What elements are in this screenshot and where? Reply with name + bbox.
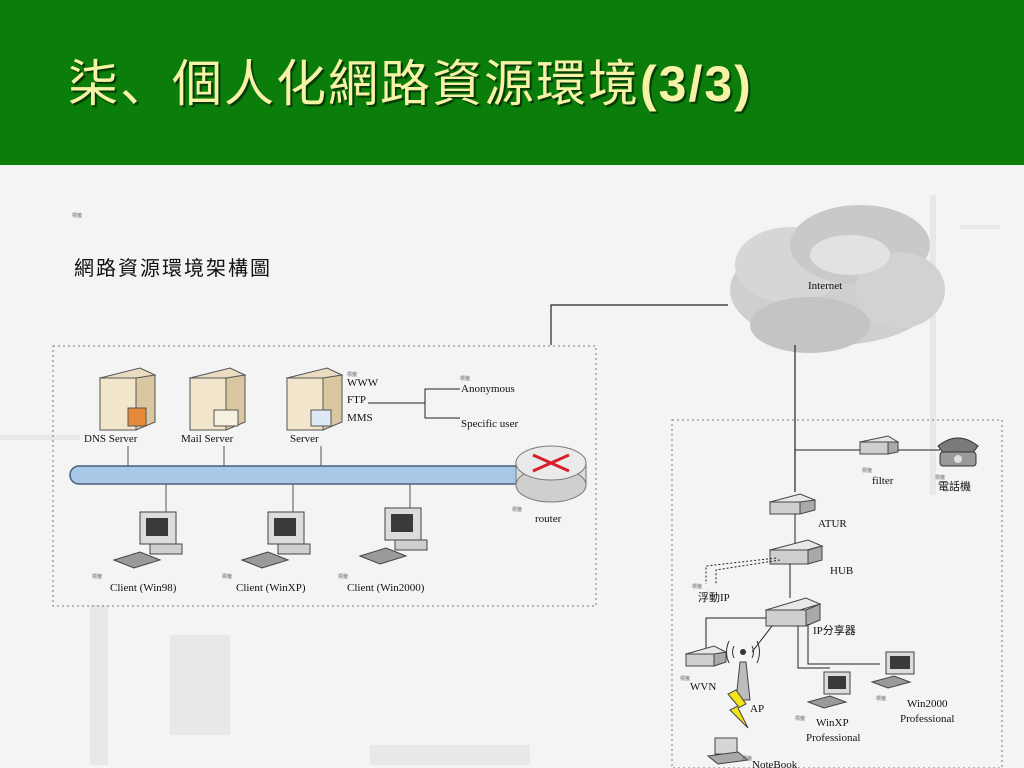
client-win98-label: Client (Win98) bbox=[110, 582, 177, 594]
internet-label: Internet bbox=[808, 280, 842, 292]
hub-label: HUB bbox=[830, 565, 853, 577]
client-win98-icon bbox=[112, 511, 183, 569]
ip-sharer-label: IP分享器 bbox=[813, 623, 856, 637]
access-point-icon bbox=[726, 640, 760, 729]
atur-label: ATUR bbox=[818, 518, 847, 530]
placeholder-tag: 標籤 bbox=[92, 573, 102, 580]
win2000-sub-label: Professional bbox=[900, 713, 954, 725]
atur-modem-icon bbox=[768, 493, 817, 515]
client-win2000-label: Client (Win2000) bbox=[347, 582, 425, 594]
placeholder-tag: 標籤 bbox=[692, 583, 702, 590]
slide-header: 柒、個人化網路資源環境(3/3) bbox=[0, 0, 1024, 165]
web-server-icon bbox=[285, 367, 344, 431]
client-winxp-label: Client (WinXP) bbox=[236, 582, 306, 594]
placeholder-tag: 標籤 bbox=[460, 375, 470, 382]
service-mms: MMS bbox=[347, 412, 373, 424]
phone-icon bbox=[937, 437, 979, 467]
placeholder-tag: 標籤 bbox=[862, 467, 872, 474]
background-circuit-line bbox=[170, 635, 230, 735]
placeholder-tag: 標籤 bbox=[347, 371, 357, 378]
access-anonymous: Anonymous bbox=[461, 383, 515, 395]
background-circuit-line bbox=[370, 745, 530, 765]
filter-label: filter bbox=[872, 475, 894, 487]
access-specific-user: Specific user bbox=[461, 418, 518, 430]
internet-link bbox=[550, 304, 728, 345]
winxp-label: WinXP bbox=[816, 717, 849, 729]
win2000-link bbox=[807, 624, 880, 665]
placeholder-tag: 標籤 bbox=[338, 573, 348, 580]
win2000-pc-icon bbox=[870, 651, 915, 689]
client-win2000-icon bbox=[358, 507, 428, 565]
background-circuit-line bbox=[930, 195, 936, 495]
background-circuit-line bbox=[90, 605, 108, 765]
filter-icon bbox=[858, 435, 900, 455]
server-label: Server bbox=[290, 433, 319, 445]
placeholder-tag: 標籤 bbox=[795, 715, 805, 722]
mail-server-icon bbox=[188, 367, 247, 431]
winxp-link bbox=[797, 626, 830, 669]
floating-ip-link bbox=[715, 559, 781, 584]
notebook-label: NoteBook bbox=[752, 759, 798, 768]
mail-server-label: Mail Server bbox=[181, 433, 234, 445]
wvn-label: WVN bbox=[690, 681, 716, 693]
dns-server-icon bbox=[98, 367, 157, 431]
phone-label: 電話機 bbox=[938, 479, 971, 493]
placeholder-tag: 標籤 bbox=[680, 675, 690, 682]
ap-label: AP bbox=[750, 703, 764, 715]
placeholder-tag: 標籤 bbox=[222, 573, 232, 580]
winxp-pc-icon bbox=[806, 671, 851, 709]
floating-ip-label: 浮動IP bbox=[698, 590, 730, 604]
router-icon bbox=[515, 445, 587, 503]
hub-icon bbox=[768, 539, 824, 565]
placeholder-tag: 標籤 bbox=[742, 755, 752, 762]
placeholder-tag: 標籤 bbox=[72, 212, 82, 219]
router-label: router bbox=[535, 513, 562, 525]
service-ftp: FTP bbox=[347, 394, 366, 406]
ftp-access-bracket bbox=[424, 388, 460, 419]
server-network-box bbox=[52, 345, 597, 607]
diagram-heading: 網路資源環境架構圖 bbox=[74, 256, 272, 280]
placeholder-tag: 標籤 bbox=[512, 506, 522, 513]
ip-sharer-icon bbox=[764, 597, 822, 627]
winxp-sub-label: Professional bbox=[806, 732, 860, 744]
service-www: WWW bbox=[347, 377, 379, 389]
slide-title-text: 柒、個人化網路資源環境 bbox=[68, 55, 640, 113]
network-bus bbox=[69, 465, 531, 485]
background-circuit-line bbox=[960, 225, 1000, 229]
ap-link bbox=[751, 625, 773, 653]
slide-title: 柒、個人化網路資源環境(3/3) bbox=[68, 44, 753, 116]
slide-title-page: (3/3) bbox=[640, 56, 753, 112]
background-circuit-line bbox=[0, 435, 80, 440]
placeholder-tag: 標籤 bbox=[935, 474, 945, 481]
notebook-icon bbox=[706, 737, 750, 765]
win2000-label: Win2000 bbox=[907, 698, 948, 710]
wvn-link bbox=[705, 617, 766, 650]
internet-cloud-icon bbox=[730, 205, 945, 353]
home-network-box bbox=[671, 419, 1003, 768]
client-winxp-icon bbox=[240, 511, 311, 569]
wvn-device-icon bbox=[684, 645, 728, 667]
dns-server-label: DNS Server bbox=[84, 433, 138, 445]
placeholder-tag: 標籤 bbox=[876, 695, 886, 702]
